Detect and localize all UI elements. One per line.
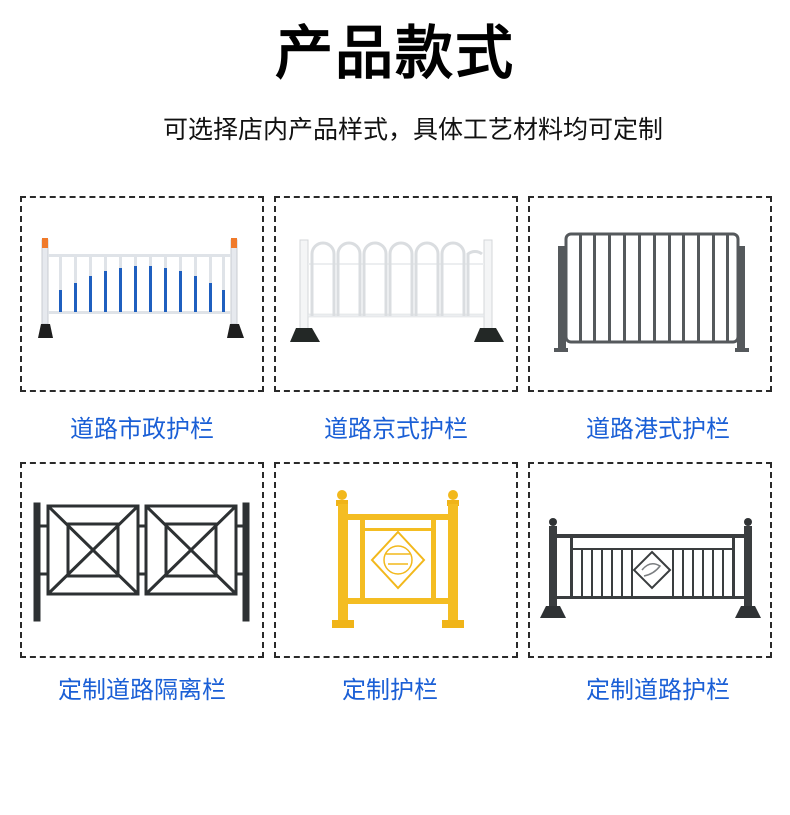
- product-label-municipal[interactable]: 道路市政护栏: [70, 415, 214, 443]
- page-title: 产品款式: [274, 19, 515, 87]
- beijing-style-fence-image: [290, 239, 504, 342]
- product-card-hongkong[interactable]: [528, 196, 772, 392]
- product-card-beijing[interactable]: [274, 196, 518, 392]
- product-card-yellow[interactable]: [274, 462, 518, 658]
- custom-road-fence-image: [540, 518, 761, 618]
- product-label-hongkong[interactable]: 道路港式护栏: [586, 415, 730, 443]
- product-label-road[interactable]: 定制道路护栏: [586, 676, 730, 704]
- custom-yellow-fence-image: [332, 490, 464, 628]
- product-card-road[interactable]: [528, 462, 772, 658]
- custom-isolation-fence-image: [33, 502, 250, 622]
- product-label-beijing[interactable]: 道路京式护栏: [324, 415, 468, 443]
- hongkong-style-fence-image: [554, 232, 749, 352]
- page-subtitle: 可选择店内产品样式，具体工艺材料均可定制: [162, 115, 663, 144]
- product-card-isolation[interactable]: [20, 462, 264, 658]
- product-card-municipal[interactable]: [20, 196, 264, 392]
- municipal-fence-image: [38, 238, 244, 338]
- product-label-yellow[interactable]: 定制护栏: [342, 676, 438, 704]
- product-label-isolation[interactable]: 定制道路隔离栏: [58, 676, 226, 704]
